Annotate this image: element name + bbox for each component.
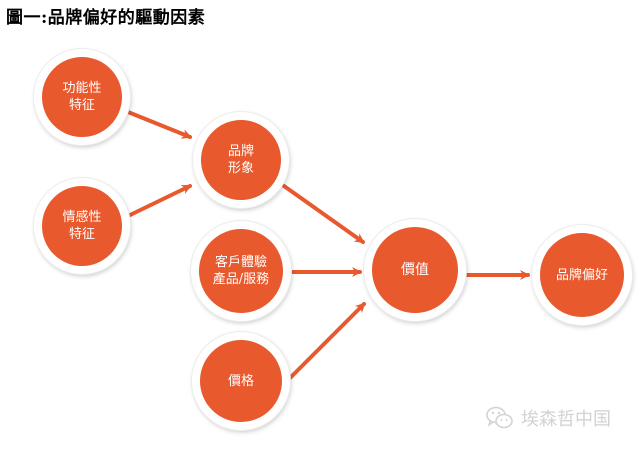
node-label: 功能性 特征 (62, 81, 102, 113)
node-label: 客戶體驗 產品/服務 (212, 255, 270, 287)
arrow-emotional-to-brand-image (126, 184, 192, 218)
figure-title: 圖一:品牌偏好的驅動因素 (6, 8, 206, 28)
node-label: 價值 (401, 261, 429, 278)
node-price: 價格 (192, 332, 290, 430)
node-label: 品牌 形象 (227, 144, 254, 176)
node-brand-image: 品牌 形象 (193, 112, 289, 208)
node-emotional-attributes: 情感性 特征 (34, 178, 130, 274)
node-label: 價格 (227, 373, 254, 389)
node-brand-preference: 品牌偏好 (532, 225, 632, 325)
arrow-functional-to-brand-image (126, 110, 192, 139)
node-customer-experience: 客戶體驗 產品/服務 (191, 221, 291, 321)
arrow-price-to-value (285, 302, 366, 383)
node-label: 品牌偏好 (555, 267, 608, 283)
node-value: 價值 (364, 219, 466, 321)
node-functional-attributes: 功能性 特征 (34, 49, 130, 145)
watermark: 埃森哲中国 (485, 405, 611, 431)
watermark-text: 埃森哲中国 (521, 409, 611, 430)
wechat-icon (486, 406, 513, 429)
arrow-brand-image-to-value (282, 184, 365, 244)
node-label: 情感性 特征 (62, 210, 102, 242)
